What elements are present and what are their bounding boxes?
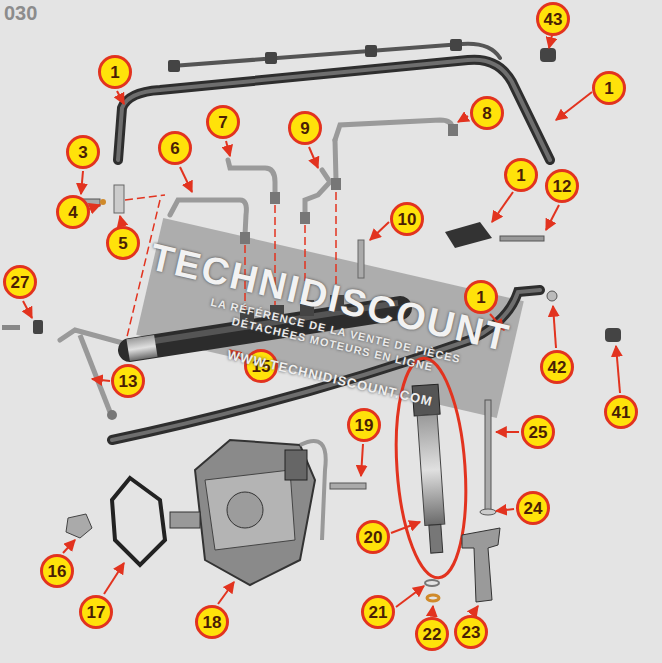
- callout-number: 8: [470, 96, 504, 130]
- callout-text: 16: [48, 563, 67, 580]
- callout-text: 10: [398, 211, 417, 228]
- bolt-25: [485, 400, 491, 512]
- washer-22: [427, 595, 439, 601]
- callout-number: 1: [504, 158, 538, 192]
- callout-number: 13: [111, 364, 145, 398]
- callout-text: 5: [118, 235, 127, 252]
- callout-number: 7: [206, 105, 240, 139]
- callout-number: 12: [545, 169, 579, 203]
- callout-number: 25: [521, 415, 555, 449]
- pump-gasket: [112, 478, 165, 565]
- callout-number: 41: [604, 395, 638, 429]
- callout-number: 19: [347, 408, 381, 442]
- washer-24: [480, 509, 496, 515]
- callout-text: 19: [355, 417, 374, 434]
- callout-number: 3: [66, 135, 100, 169]
- callout-number: 10: [390, 202, 424, 236]
- callout-text: 42: [548, 359, 567, 376]
- nut-16: [66, 514, 92, 538]
- callout-text: 9: [300, 120, 309, 137]
- high-pressure-pump: [170, 440, 366, 585]
- callout-text: 23: [462, 624, 481, 641]
- callout-number: 18: [195, 605, 229, 639]
- callout-number: 17: [79, 595, 113, 629]
- callout-number: 6: [158, 131, 192, 165]
- callout-text: 27: [11, 274, 30, 291]
- callout-number: 21: [361, 595, 395, 629]
- callout-number: 9: [288, 111, 322, 145]
- diagram-code: 030: [4, 2, 37, 25]
- callout-number: 5: [106, 226, 140, 260]
- callout-number: 23: [454, 615, 488, 649]
- callout-text: 1: [476, 289, 485, 306]
- callout-text: 1: [110, 64, 119, 81]
- callout-text: 8: [482, 105, 491, 122]
- injector: [412, 384, 450, 553]
- callout-text: 1: [516, 167, 525, 184]
- callout-text: 20: [364, 529, 383, 546]
- callout-text: 21: [369, 604, 388, 621]
- callout-text: 13: [119, 373, 138, 390]
- pipe-nut: [107, 410, 117, 420]
- callout-text: 41: [612, 404, 631, 421]
- washer-21: [425, 580, 439, 586]
- callout-number: 1: [592, 71, 626, 105]
- callout-number: 22: [415, 617, 449, 651]
- callout-text: 18: [203, 614, 222, 631]
- callout-number: 20: [356, 520, 390, 554]
- callout-text: 12: [553, 178, 572, 195]
- pipe-nuts: [240, 124, 458, 244]
- callout-number: 24: [516, 491, 550, 525]
- callout-text: 43: [544, 11, 563, 28]
- callout-number: 16: [40, 554, 74, 588]
- callout-number: 4: [56, 195, 90, 229]
- callout-text: 3: [78, 144, 87, 161]
- callout-number: 27: [3, 265, 37, 299]
- callout-text: 1: [604, 80, 613, 97]
- callout-text: 6: [170, 140, 179, 157]
- callout-text: 22: [423, 626, 442, 643]
- return-hoses: [112, 44, 550, 440]
- callout-number: 1: [98, 55, 132, 89]
- callout-text: 4: [68, 204, 77, 221]
- pipe-13: [80, 335, 110, 412]
- leader-arrows: [23, 31, 620, 615]
- return-connector: [445, 222, 544, 248]
- callout-text: 24: [524, 500, 543, 517]
- callout-number: 42: [540, 350, 574, 384]
- callout-text: 17: [87, 604, 106, 621]
- bolt-10: [358, 240, 364, 278]
- callout-number: 43: [536, 2, 570, 36]
- callout-text: 7: [218, 114, 227, 131]
- injector-clamp: [462, 528, 500, 602]
- callout-text: 25: [529, 424, 548, 441]
